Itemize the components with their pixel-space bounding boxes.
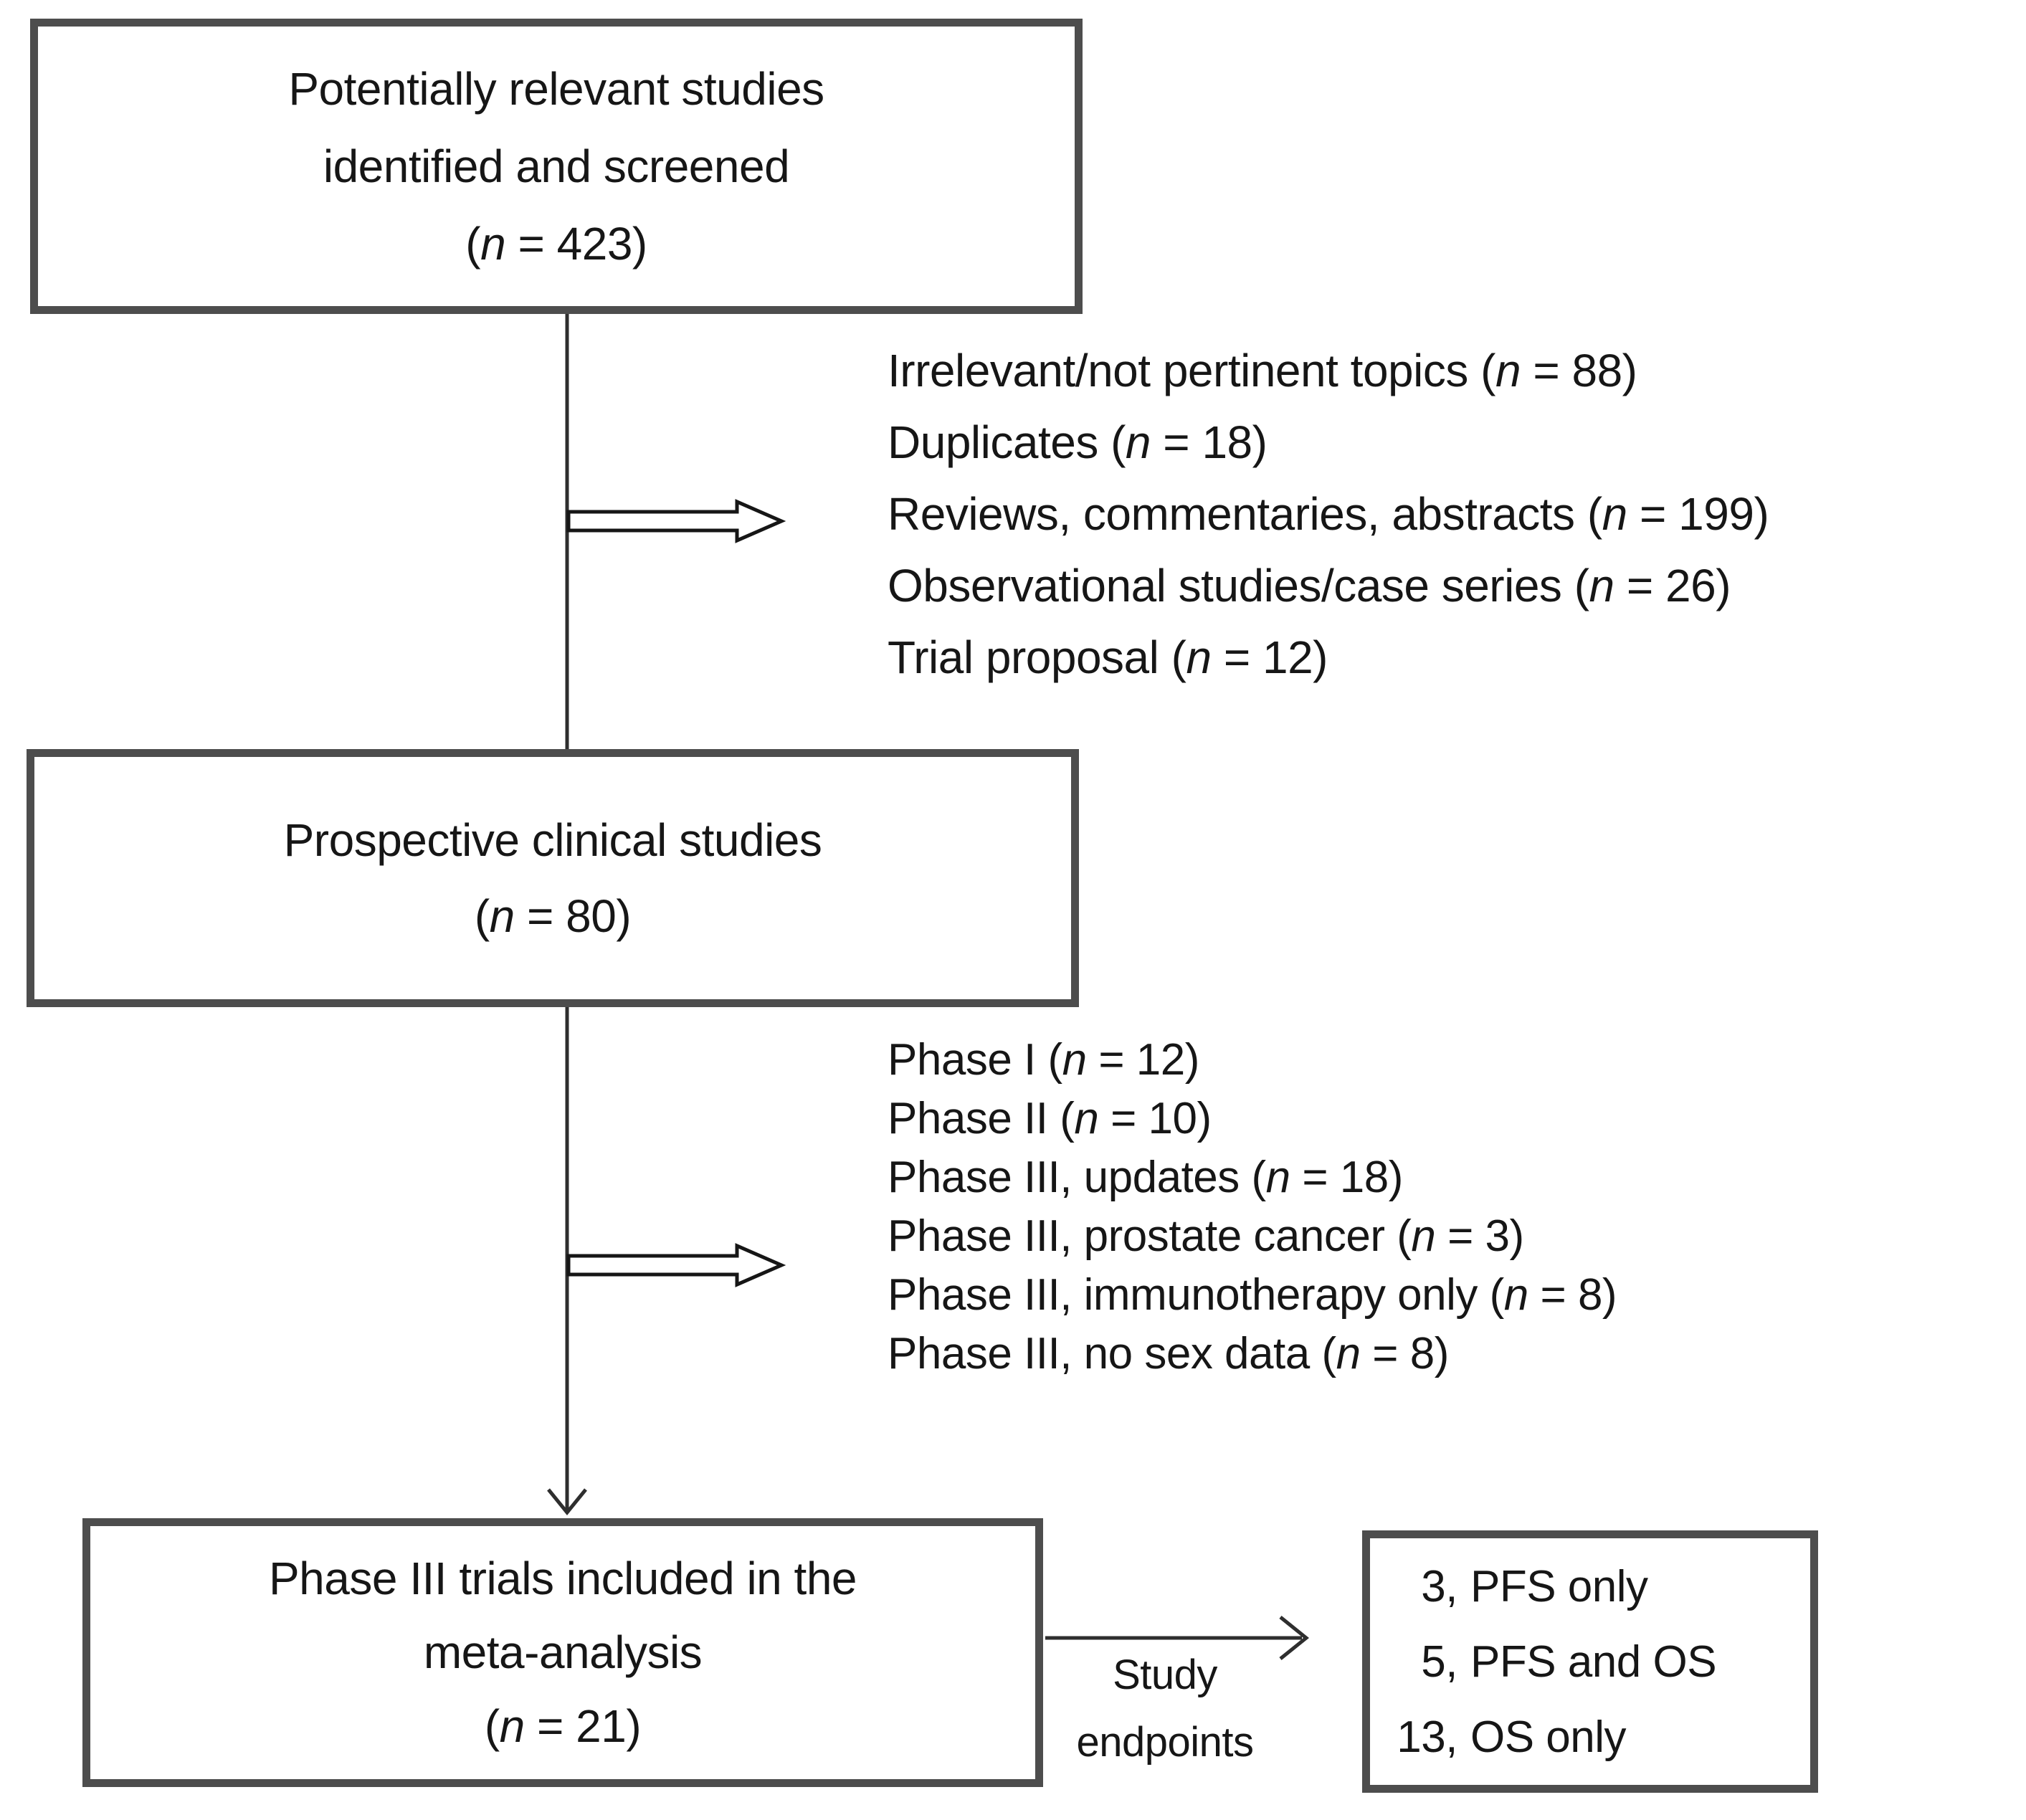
box-count: (n = 21): [484, 1700, 642, 1752]
list-item: Phase II (n = 10): [888, 1094, 1212, 1143]
endpoint-label: PFS only: [1470, 1561, 1648, 1611]
box-count: (n = 80): [474, 890, 632, 942]
box-line: identified and screened: [323, 140, 790, 192]
list-item: Trial proposal (n = 12): [888, 632, 1328, 683]
box-count: (n = 423): [465, 218, 647, 270]
list-item: Observational studies/case series (n = 2…: [888, 560, 1731, 611]
box-line: Phase III trials included in the: [268, 1553, 857, 1604]
included-box: Phase III trials included in the meta-an…: [82, 1518, 1043, 1787]
endpoint-count: 5,: [1421, 1636, 1457, 1687]
label-line: endpoints: [1076, 1719, 1254, 1766]
list-item: Reviews, commentaries, abstracts (n = 19…: [888, 488, 1769, 540]
list-item: Irrelevant/not pertinent topics (n = 88): [888, 345, 1637, 396]
endpoint-row: 5, PFS and OS: [1392, 1624, 1716, 1700]
list-item: Phase III, immunotherapy only (n = 8): [888, 1270, 1617, 1320]
screening-box: Potentially relevant studies identified …: [30, 19, 1083, 314]
list-item: Phase III, no sex data (n = 8): [888, 1329, 1449, 1378]
right-arrowhead-icon: [1279, 1616, 1309, 1660]
endpoint-row: 13, OS only: [1392, 1700, 1626, 1775]
endpoints-arrow-label: Study endpoints: [1036, 1642, 1294, 1776]
screening-exclusions-list: Irrelevant/not pertinent topics (n = 88)…: [888, 335, 1769, 693]
endpoint-count: 3,: [1421, 1561, 1457, 1611]
endpoint-count: 13,: [1397, 1712, 1457, 1762]
list-item: Phase III, prostate cancer (n = 3): [888, 1211, 1524, 1261]
endpoint-row: 3, PFS only: [1392, 1549, 1648, 1624]
endpoints-box: 3, PFS only 5, PFS and OS 13, OS only: [1362, 1530, 1818, 1793]
box-line: Prospective clinical studies: [283, 814, 822, 866]
endpoint-label: PFS and OS: [1470, 1636, 1717, 1687]
endpoint-label: OS only: [1470, 1712, 1627, 1762]
label-line: Study: [1113, 1652, 1217, 1698]
box-line: Potentially relevant studies: [288, 63, 824, 115]
list-item: Duplicates (n = 18): [888, 416, 1268, 468]
list-item: Phase III, updates (n = 18): [888, 1153, 1403, 1202]
phase-exclusions-list: Phase I (n = 12) Phase II (n = 10) Phase…: [888, 1031, 1617, 1383]
down-arrowhead-icon: [547, 1488, 587, 1515]
screening-exclusion-arrow-icon: [566, 499, 786, 543]
list-item: Phase I (n = 12): [888, 1035, 1199, 1085]
box-line: meta-analysis: [423, 1626, 703, 1678]
prospective-box: Prospective clinical studies (n = 80): [27, 749, 1079, 1007]
phase-exclusion-arrow-icon: [566, 1243, 786, 1287]
